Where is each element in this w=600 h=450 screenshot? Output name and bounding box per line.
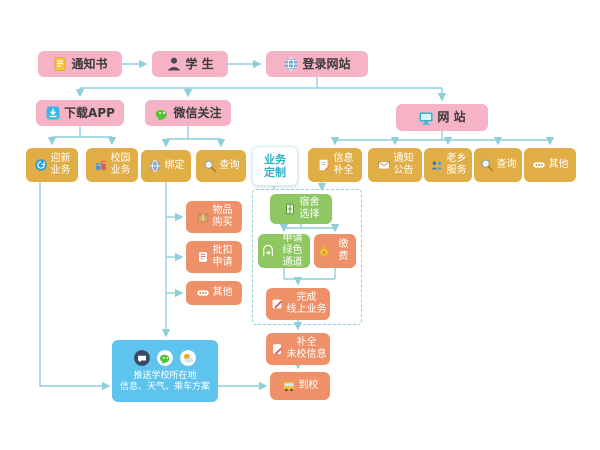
node-business-custom: 业务 定制	[252, 146, 298, 186]
node-label: 绑定	[164, 160, 185, 171]
globe-icon	[283, 56, 299, 72]
envelope-icon	[377, 158, 391, 172]
node-label: 校园 业务	[110, 153, 131, 176]
node-label: 批扣 申请	[212, 245, 233, 268]
campus-icon	[94, 158, 108, 172]
node-label: 查询	[219, 160, 240, 171]
node-download-app: 下载APP	[36, 100, 124, 126]
node-green-channel: 申请 绿色通道	[258, 233, 310, 268]
node-label: 下载APP	[64, 105, 115, 120]
node-label: 缴费	[338, 239, 349, 262]
node-info-complete: 信息 补全	[308, 148, 362, 182]
node-label: 学 生	[185, 56, 214, 71]
node-other-wechat: 其他	[186, 281, 242, 305]
node-item-purchase: 物品 购买	[186, 201, 242, 233]
search-icon	[480, 158, 494, 172]
push-info-label: 推送学校所在地 信息、天气、乘车方案	[119, 371, 210, 392]
package-icon	[196, 210, 210, 224]
chat-dark-icon	[133, 349, 151, 367]
push-info-card: 推送学校所在地 信息、天气、乘车方案	[112, 340, 218, 402]
node-label: 申请 绿色通道	[282, 233, 303, 268]
search-icon	[203, 159, 217, 173]
node-label: 老乡 服务	[446, 153, 467, 176]
app-download-icon	[45, 105, 61, 121]
node-label: 其他	[212, 287, 233, 298]
wardrobe-icon	[283, 202, 297, 216]
write-icon	[270, 297, 284, 311]
node-campus-business: 校园 业务	[86, 148, 138, 182]
node-label: 通知 公告	[393, 153, 414, 176]
online-business-group	[252, 189, 362, 325]
node-query-wechat: 查询	[196, 150, 246, 182]
receipt-icon	[196, 250, 210, 264]
notepad-icon	[52, 56, 68, 72]
form-edit-icon	[317, 158, 331, 172]
node-dorm-selection: 宿舍 选择	[270, 194, 332, 224]
student-icon	[166, 56, 182, 72]
node-other-website: 其他	[524, 148, 576, 182]
node-label: 通知书	[71, 56, 108, 71]
refresh-icon	[34, 158, 48, 172]
node-wechat-follow: 微信关注	[145, 100, 231, 126]
node-label: 查询	[496, 159, 517, 170]
node-label: 业务 定制	[264, 152, 286, 179]
node-query-website: 查询	[474, 148, 522, 182]
node-label: 信息 补全	[333, 153, 354, 176]
node-label: 完成 线上业务	[286, 292, 327, 315]
svg-text:¥: ¥	[322, 250, 326, 256]
channel-icon	[261, 244, 275, 258]
node-label: 网 站	[437, 110, 466, 125]
bus-icon	[282, 379, 296, 393]
node-label: 迎新 业务	[50, 153, 71, 176]
node-website: 网 站	[396, 104, 488, 131]
node-notice-letter: 通知书	[38, 51, 122, 77]
node-label: 到校	[298, 380, 319, 391]
node-login-website: 登录网站	[266, 51, 368, 77]
wechat-icon	[154, 105, 170, 121]
dots-icon	[532, 158, 546, 172]
weather-icon	[179, 349, 197, 367]
node-welcome-business: 迎新 业务	[26, 148, 78, 182]
moneybag-icon: ¥	[317, 244, 331, 258]
chat-green-icon	[156, 349, 174, 367]
node-label: 微信关注	[173, 105, 222, 120]
node-notice-announcement: 通知 公告	[368, 148, 422, 182]
push-info-icons	[133, 349, 197, 367]
dots-icon	[196, 286, 210, 300]
node-label: 物品 购买	[212, 205, 233, 228]
node-label: 宿舍 选择	[299, 197, 320, 220]
node-pay-fee: ¥ 缴费	[314, 234, 356, 268]
node-student: 学 生	[152, 51, 228, 77]
node-finish-online-business: 完成 线上业务	[266, 288, 330, 320]
monitor-icon	[418, 110, 434, 126]
node-label: 补全 未校信息	[286, 337, 327, 360]
node-label: 登录网站	[302, 56, 351, 71]
pencil-icon	[270, 342, 284, 356]
node-label: 其他	[548, 159, 569, 170]
node-batch-deduction: 批扣 申请	[186, 241, 242, 273]
node-complete-unverified-info: 补全 未校信息	[266, 333, 330, 365]
people-icon	[430, 158, 444, 172]
globe-gray-icon	[148, 159, 162, 173]
node-fellow-service: 老乡 服务	[424, 148, 472, 182]
node-bind: 绑定	[141, 150, 191, 182]
node-arrive-school: 到校	[270, 372, 330, 400]
